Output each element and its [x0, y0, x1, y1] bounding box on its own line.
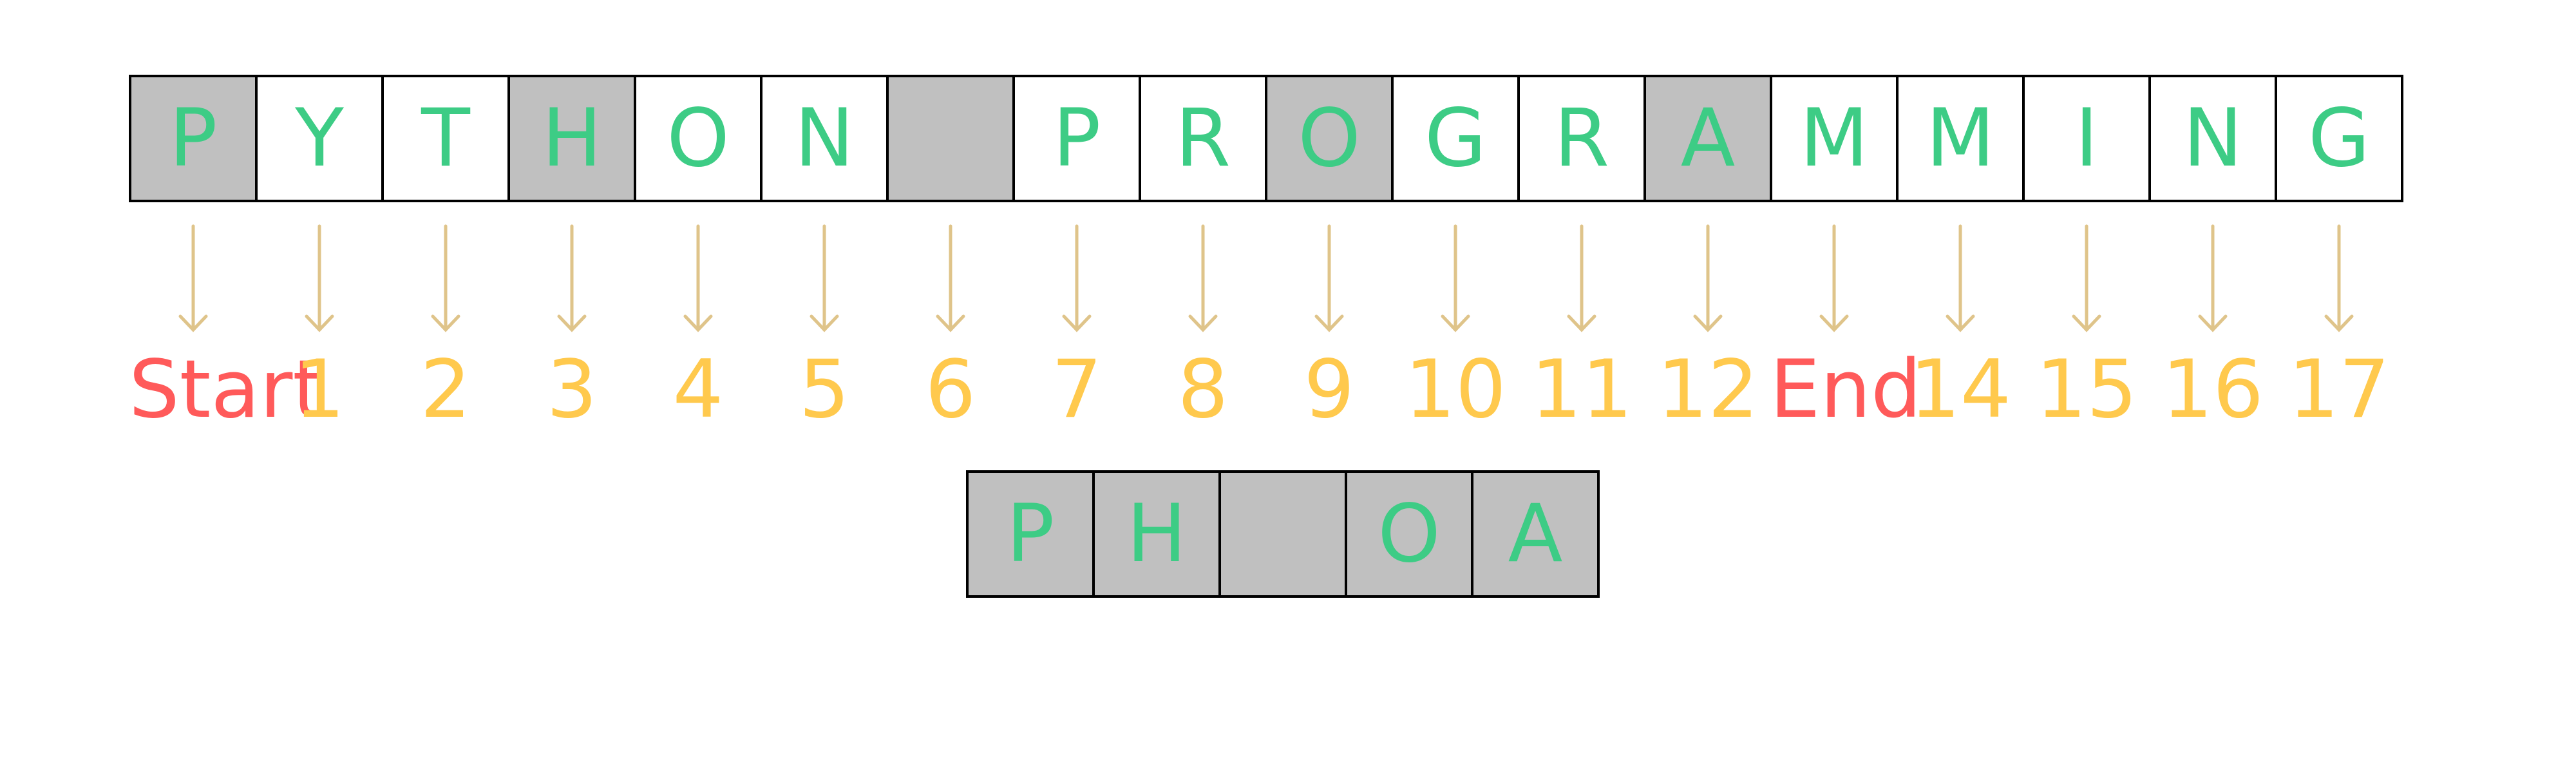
result-char-cell: A: [1471, 470, 1600, 598]
char-cell: I: [2022, 75, 2151, 202]
index-arrows: [178, 224, 2354, 332]
char-cell: G: [2275, 75, 2403, 202]
marker-label: End: [1770, 343, 1922, 436]
down-arrow-icon: [810, 224, 839, 332]
down-arrow-icon: [1567, 224, 1596, 332]
char-cell: G: [1391, 75, 1520, 202]
down-arrow-icon: [557, 224, 587, 332]
index-label: 12: [1657, 343, 1759, 436]
char-cell: R: [1139, 75, 1267, 202]
index-label: 10: [1405, 343, 1506, 436]
down-arrow-icon: [1441, 224, 1470, 332]
index-label: 2: [420, 343, 471, 436]
index-label: 8: [1177, 343, 1229, 436]
highlighted-char-cell: O: [1265, 75, 1394, 202]
char-cell: M: [1770, 75, 1899, 202]
down-arrow-icon: [178, 224, 208, 332]
down-arrow-icon: [1946, 224, 1975, 332]
char-cell: N: [760, 75, 889, 202]
down-arrow-icon: [2198, 224, 2228, 332]
result-char-cell: O: [1345, 470, 1473, 598]
down-arrow-icon: [1188, 224, 1218, 332]
index-label: 9: [1303, 343, 1355, 436]
index-label: 15: [2036, 343, 2137, 436]
down-arrow-icon: [1062, 224, 1092, 332]
down-arrow-icon: [1693, 224, 1723, 332]
down-arrow-icon: [936, 224, 965, 332]
highlighted-char-cell: P: [129, 75, 258, 202]
result-char-cell: [1218, 470, 1347, 598]
index-label: 1: [294, 343, 345, 436]
marker-label: Start: [129, 343, 324, 436]
index-label: 5: [799, 343, 850, 436]
index-label: 17: [2288, 343, 2390, 436]
down-arrow-icon: [305, 224, 334, 332]
index-label: 6: [925, 343, 976, 436]
highlighted-char-cell: A: [1643, 75, 1772, 202]
down-arrow-icon: [1819, 224, 1849, 332]
index-label: 14: [1909, 343, 2011, 436]
index-label: 11: [1531, 343, 1633, 436]
result-char-cell: H: [1092, 470, 1221, 598]
char-cell: R: [1517, 75, 1646, 202]
char-cell: O: [634, 75, 762, 202]
down-arrow-icon: [2072, 224, 2101, 332]
down-arrow-icon: [2324, 224, 2354, 332]
down-arrow-icon: [683, 224, 713, 332]
char-cell: N: [2148, 75, 2277, 202]
char-cell: P: [1012, 75, 1141, 202]
index-label: 16: [2162, 343, 2264, 436]
highlighted-char-cell: H: [507, 75, 636, 202]
char-cell: Y: [255, 75, 384, 202]
down-arrow-icon: [1314, 224, 1344, 332]
result-char-cell: P: [966, 470, 1095, 598]
index-label: 4: [672, 343, 724, 436]
index-label: 7: [1051, 343, 1103, 436]
index-label: 3: [546, 343, 598, 436]
down-arrow-icon: [431, 224, 460, 332]
